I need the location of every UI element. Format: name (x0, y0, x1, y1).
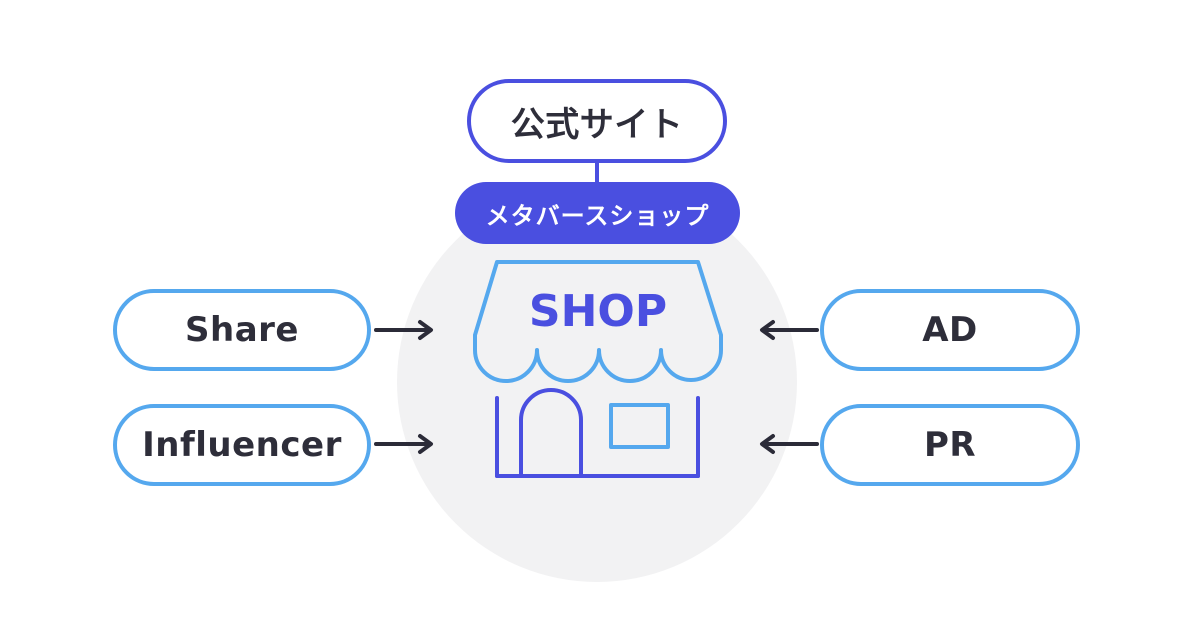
arrow-right-icon (374, 320, 433, 340)
influencer-label: Influencer (142, 425, 342, 465)
shop-storefront-icon (473, 260, 723, 478)
official-site-node: 公式サイト (467, 79, 727, 163)
influencer-node: Influencer (113, 404, 371, 486)
shop-label: SHOP (529, 286, 667, 337)
background-circle (397, 182, 797, 582)
metaverse-shop-label: メタバースショップ (485, 201, 710, 230)
ad-label: AD (922, 310, 978, 350)
share-node: Share (113, 289, 371, 371)
arrow-left-icon (760, 434, 819, 454)
arrow-right-icon (374, 434, 433, 454)
arrow-left-icon (760, 320, 819, 340)
official-site-connector (595, 162, 599, 184)
share-label: Share (185, 310, 299, 350)
ad-node: AD (820, 289, 1080, 371)
pr-label: PR (923, 425, 977, 465)
pr-node: PR (820, 404, 1080, 486)
metaverse-shop-badge: メタバースショップ (455, 182, 740, 244)
official-site-label: 公式サイト (510, 104, 684, 145)
